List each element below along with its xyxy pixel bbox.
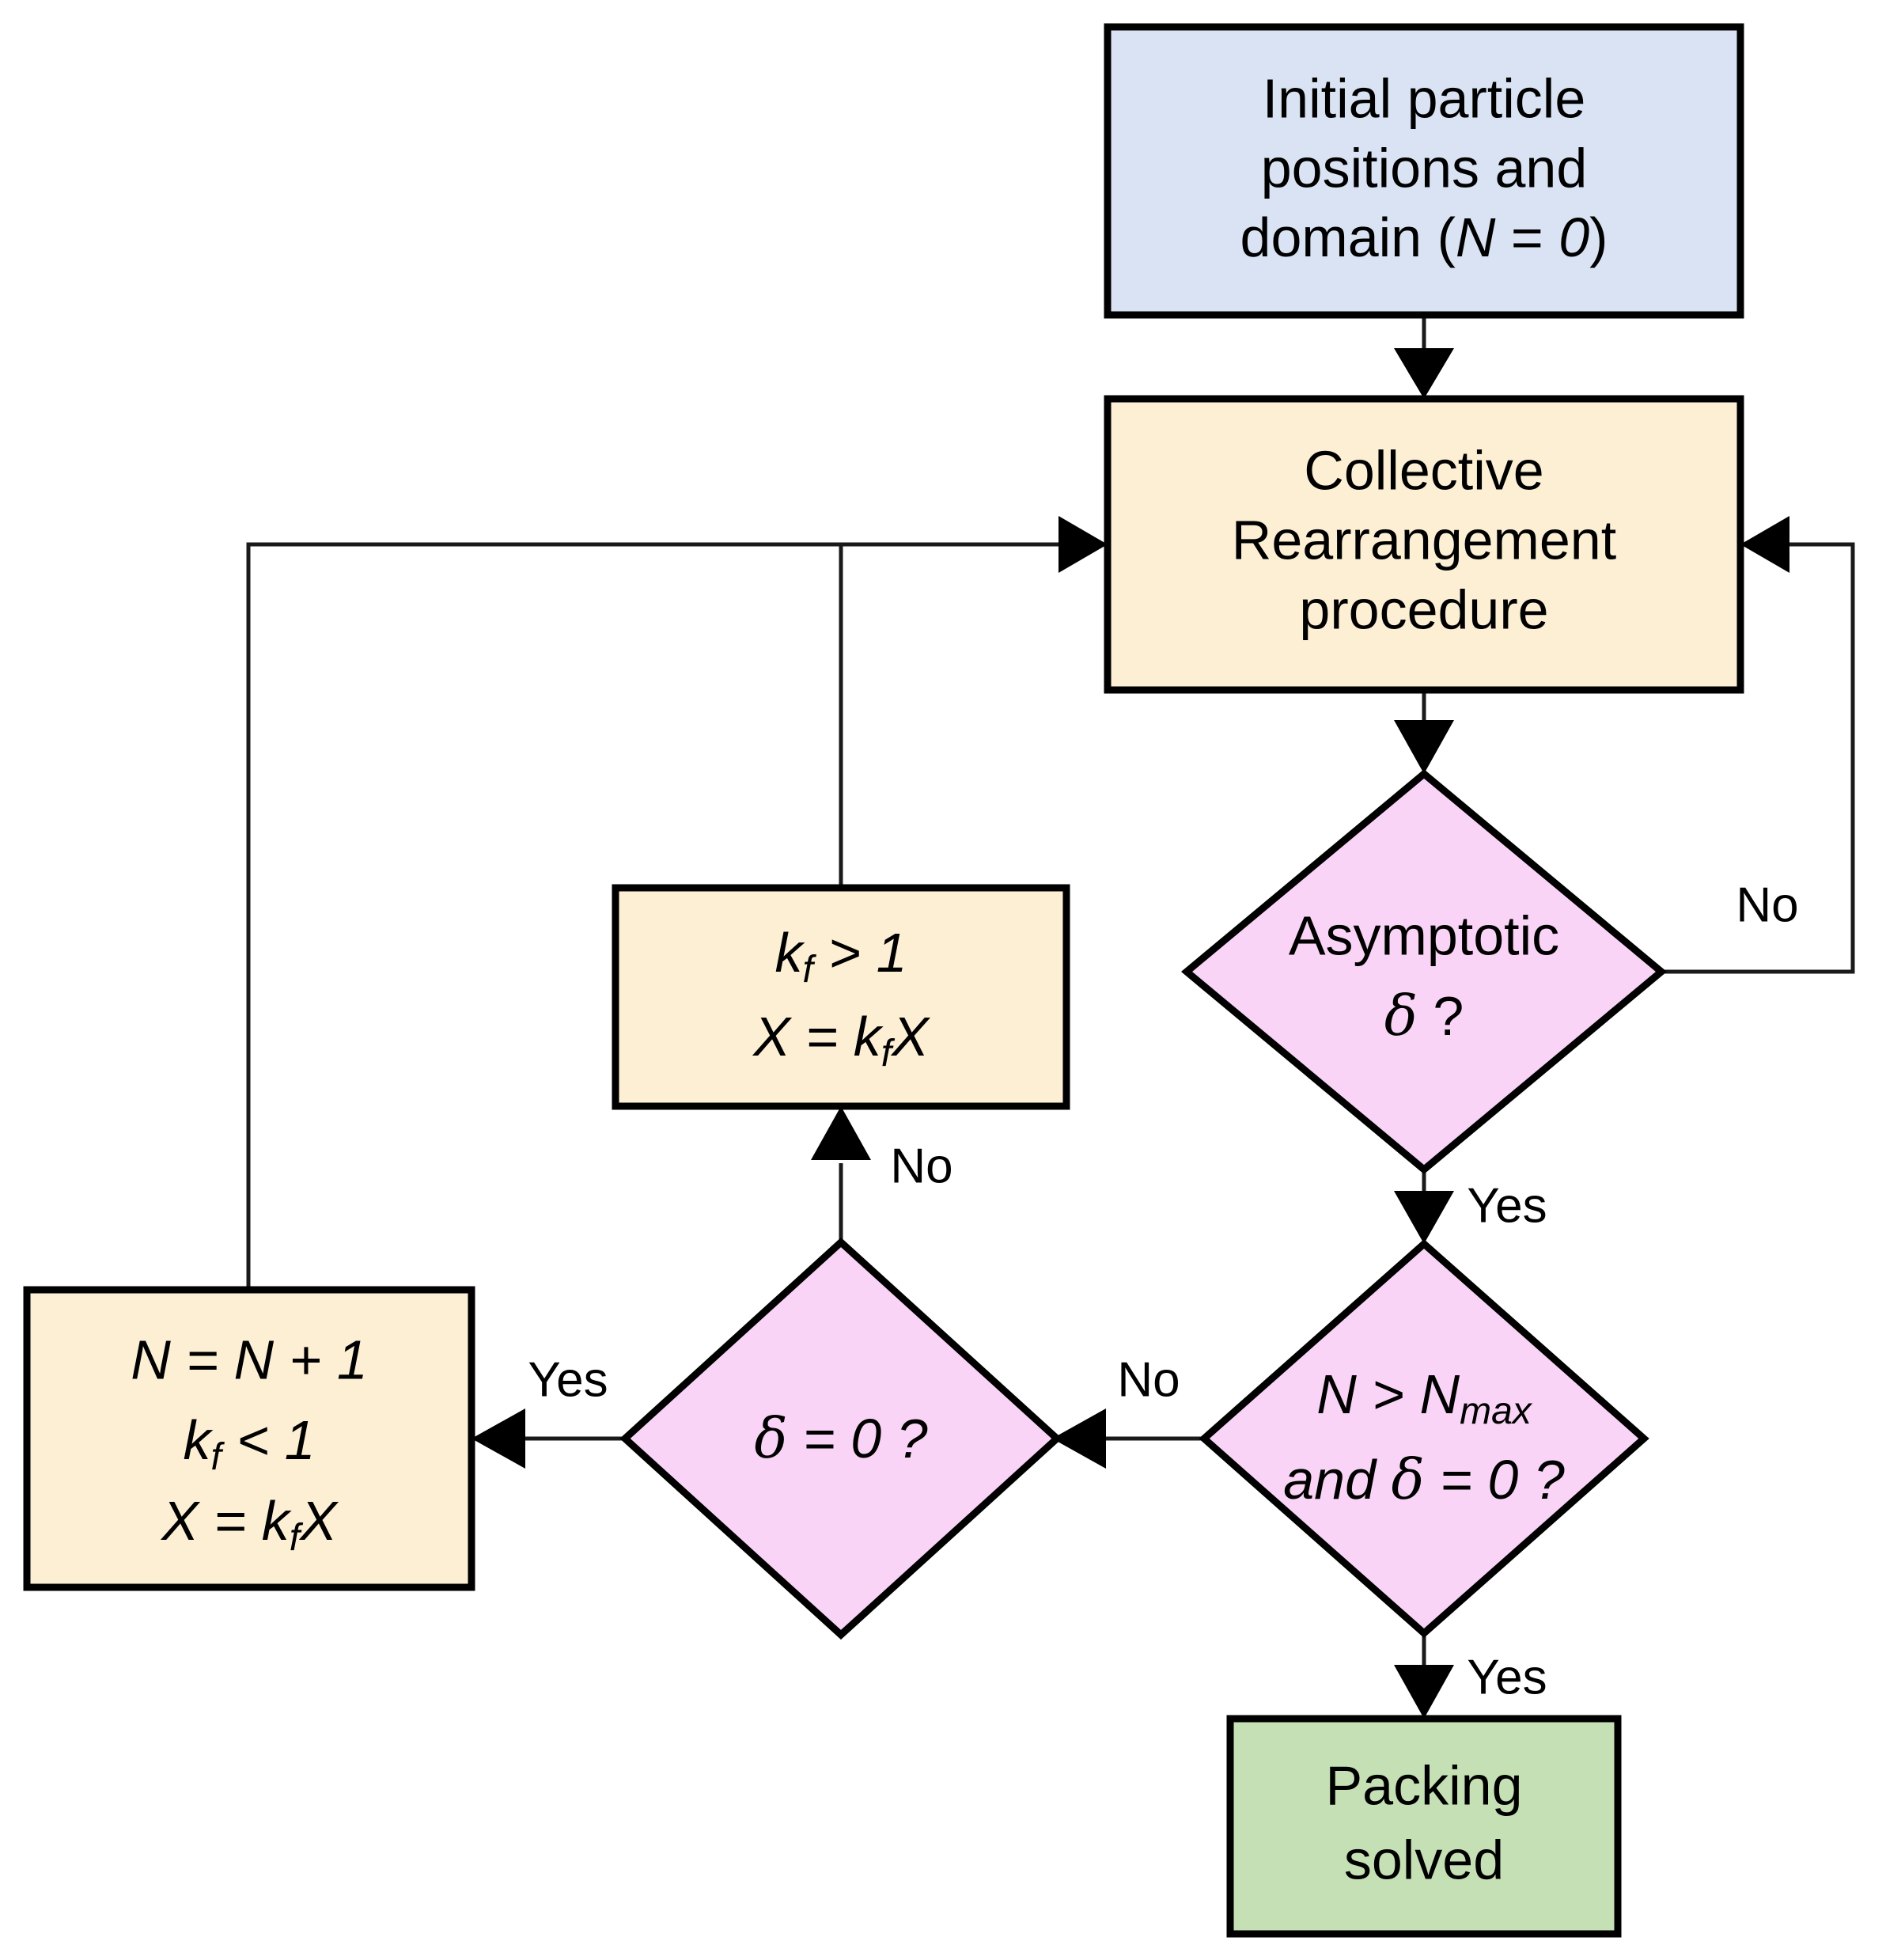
increment-line2: kf < 1 — [183, 1409, 315, 1477]
edge-delta-no-to-kf-grow: No — [811, 1106, 953, 1242]
initial-conditions-line1: Initial particle — [1263, 67, 1586, 129]
collective-line2: Rearrangement — [1232, 509, 1616, 571]
increment-line3: X = kfX — [160, 1490, 339, 1558]
solved-line1: Packing — [1325, 1754, 1522, 1816]
initial-conditions-line3: domain (N = 0) — [1240, 207, 1608, 268]
edge-collective-to-asymptotic — [1394, 690, 1454, 774]
edge-label-nmax-no: No — [1117, 1352, 1180, 1407]
edge-label-asymptotic-no: No — [1736, 878, 1798, 932]
edge-asymptotic-no-loop: No — [1661, 516, 1855, 974]
kf-grow-line2: X = kfX — [752, 1006, 930, 1074]
node-kf-greater-than-one[interactable]: kf > 1 X = kfX — [612, 884, 1070, 1110]
nmax-line1: N > Nmax — [1316, 1363, 1533, 1431]
edge-label-nmax-yes: Yes — [1467, 1650, 1547, 1704]
node-n-greater-nmax-decision[interactable]: N > Nmax and δ = 0 ? — [1199, 1238, 1649, 1639]
initial-conditions-line2: positions and — [1261, 137, 1588, 199]
collective-line3: procedure — [1299, 578, 1548, 640]
edge-delta-yes-to-increment: Yes — [472, 1352, 625, 1469]
solved-line2: solved — [1344, 1829, 1504, 1890]
edge-start-to-collective — [1394, 315, 1454, 399]
collective-line1: Collective — [1304, 439, 1543, 501]
asymptotic-line2: δ ? — [1384, 984, 1464, 1048]
nmax-line2: and δ = 0 ? — [1283, 1447, 1565, 1512]
edge-nmax-yes-to-solved: Yes — [1394, 1634, 1547, 1719]
edge-label-delta-yes: Yes — [528, 1352, 608, 1407]
node-asymptotic-decision[interactable]: Asymptotic δ ? — [1180, 769, 1668, 1174]
edge-nmax-no-to-delta: No — [1052, 1352, 1206, 1469]
kf-grow-line1: kf > 1 — [774, 922, 907, 990]
node-initial-conditions[interactable]: Initial particle positions and domain (N… — [1104, 23, 1744, 319]
node-packing-solved[interactable]: Packing solved — [1226, 1715, 1622, 1938]
edge-increment-to-collective — [246, 516, 1108, 1290]
node-delta-equals-zero-decision[interactable]: δ = 0 ? — [619, 1237, 1062, 1640]
edge-label-asymptotic-yes: Yes — [1467, 1178, 1547, 1233]
increment-line1: N = N + 1 — [131, 1329, 368, 1390]
node-collective-rearrangement[interactable]: Collective Rearrangement procedure — [1104, 395, 1744, 694]
asymptotic-line1: Asymptotic — [1289, 904, 1559, 966]
edge-label-delta-no: No — [890, 1139, 952, 1193]
edge-asymptotic-yes-to-nmax: Yes — [1394, 1170, 1547, 1244]
node-increment-n-shrink[interactable]: N = N + 1 kf < 1 X = kfX — [23, 1286, 475, 1591]
delta-zero-text: δ = 0 ? — [754, 1406, 927, 1471]
edge-kf-grow-to-collective — [839, 542, 1060, 888]
